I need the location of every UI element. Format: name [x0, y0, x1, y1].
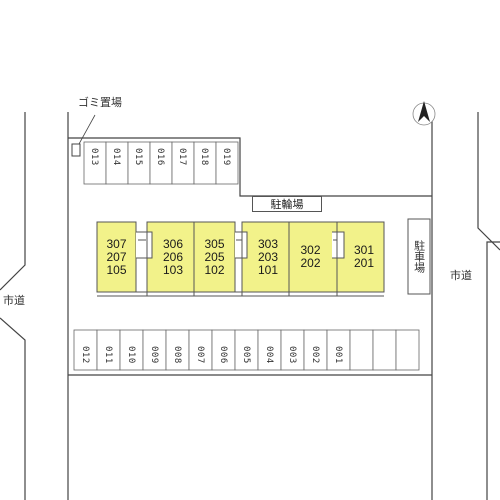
room-number: 306: [162, 236, 184, 251]
road-left-edge-outer: [0, 112, 26, 291]
garbage-leader-line: [78, 114, 96, 145]
stall-label: 001: [333, 346, 343, 364]
road-left-edge-bottom: [0, 317, 26, 500]
stall-label: 019: [221, 148, 231, 166]
stall-label: 015: [133, 148, 143, 166]
stall-label: 005: [241, 346, 251, 364]
garbage-area-icon: [71, 143, 81, 157]
unit-rooms-6: 301 201: [344, 222, 384, 292]
unit-rooms-1: 307 207 105: [97, 222, 136, 292]
room-number: 307: [106, 236, 127, 251]
stall-label: 002: [310, 346, 320, 364]
bottom-parking-stalls: [73, 329, 420, 371]
stall-label: 013: [89, 148, 99, 166]
unit-rooms-4: 303 203 101: [247, 222, 289, 292]
road-right-outer: [477, 112, 500, 251]
stair-2: [235, 231, 243, 259]
room-number: 101: [257, 262, 279, 277]
building: [96, 221, 385, 297]
top-parking-stalls: [83, 141, 239, 185]
road-right-label: 市道: [450, 269, 472, 282]
room-number: 301: [353, 243, 375, 257]
unit-rooms-3: 305 205 102: [194, 222, 235, 292]
stall-label: 014: [111, 148, 121, 166]
stair-3: [332, 231, 338, 259]
room-number: 305: [204, 236, 225, 251]
room-number: 303: [257, 236, 279, 251]
stall-label: 006: [218, 346, 228, 364]
stall-label: 004: [264, 346, 274, 364]
stall-label: 010: [126, 346, 136, 364]
unit-rooms-2: 306 206 103: [152, 222, 194, 292]
room-number: 203: [257, 249, 279, 264]
stall-label: 011: [103, 346, 113, 364]
room-number: 206: [162, 249, 184, 264]
parking-area-label: 駐車場: [412, 240, 426, 273]
unit-rooms-5: 302 202: [289, 222, 332, 292]
stall-label: 008: [172, 346, 182, 364]
room-number: 202: [300, 256, 321, 270]
stall-label: 012: [80, 346, 90, 364]
top-parking-enclosure: [68, 137, 432, 197]
road-right-outer-bottom: [486, 241, 500, 500]
room-number: 105: [106, 262, 127, 277]
room-number: 102: [204, 262, 225, 277]
room-number: 302: [300, 243, 321, 257]
stall-label: 016: [155, 148, 165, 166]
stair-1: [136, 231, 148, 259]
garbage-area-label: ゴミ置場: [78, 96, 122, 109]
parking-area-box: [407, 218, 431, 295]
room-number: 207: [106, 249, 127, 264]
north-arrow-icon: [412, 101, 436, 126]
stall-label: 018: [199, 148, 209, 166]
stall-label: 003: [287, 346, 297, 364]
bicycle-parking-label: 駐輪場: [252, 196, 322, 212]
room-number: 201: [353, 256, 375, 270]
stall-label: 017: [177, 148, 187, 166]
road-left-label: 市道: [3, 294, 25, 307]
room-number: 103: [162, 262, 184, 277]
stall-label: 009: [149, 346, 159, 364]
room-number: 205: [204, 249, 225, 264]
stall-label: 007: [195, 346, 205, 364]
